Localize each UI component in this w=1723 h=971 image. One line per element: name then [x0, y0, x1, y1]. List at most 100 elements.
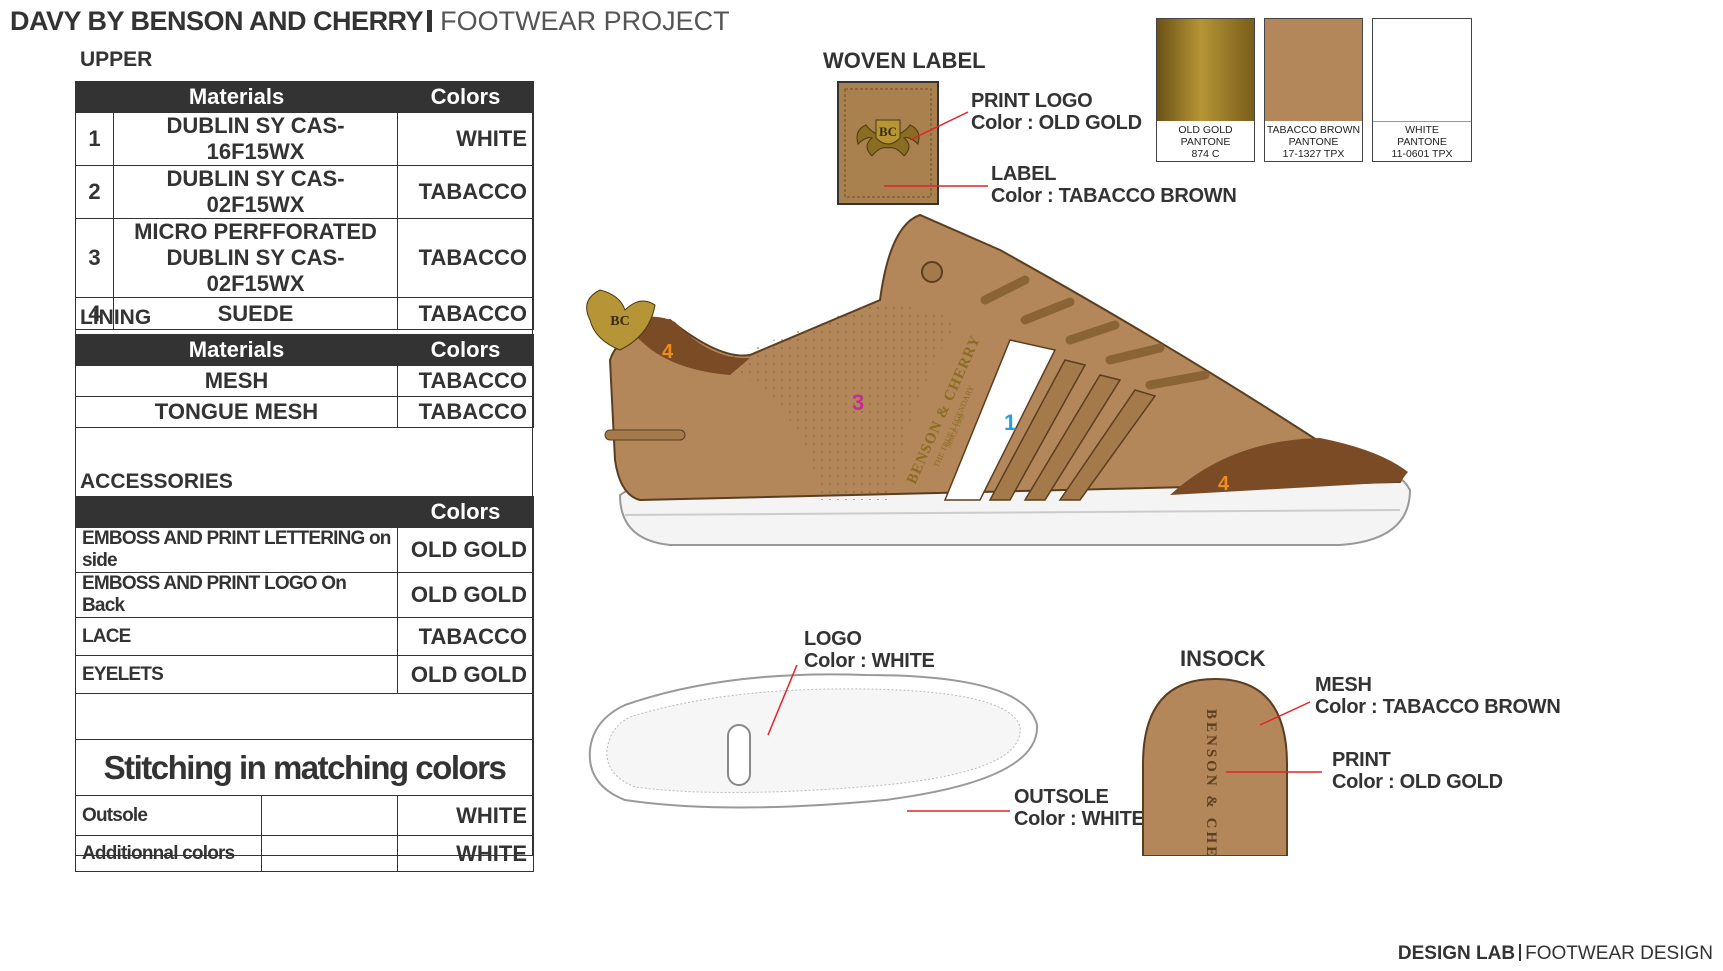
material-number: 4 [75, 297, 114, 330]
accessories-table: Colors EMBOSS AND PRINT LETTERING on sid… [75, 496, 534, 872]
table-row: Stitching in matching colors [75, 739, 534, 796]
callout-title: PRINT LOGO [971, 90, 1093, 112]
material-name: DUBLIN SY CAS-02F15WX [112, 165, 399, 219]
callout-color: Color : WHITE [804, 650, 935, 672]
table-row: LACE TABACCO [75, 617, 534, 656]
lining-col-colors: Colors [397, 334, 534, 366]
callout-title: PRINT [1332, 749, 1391, 771]
brand-title: DAVY BY BENSON AND CHERRY [10, 6, 424, 36]
swatch-name: TABACCO BROWN [1266, 124, 1361, 136]
material-name: SUEDE [112, 297, 399, 330]
material-name: DUBLIN SY CAS-16F15WX [112, 112, 399, 166]
swatch-fill [1373, 19, 1471, 122]
material-color: TABACCO [397, 165, 535, 219]
swatch-system: PANTONE [1180, 136, 1231, 148]
footer-divider [1519, 944, 1522, 961]
upper-col-materials: Materials [74, 81, 399, 113]
footer-dept: FOOTWEAR DESIGN [1525, 943, 1713, 964]
material-number: 2 [75, 165, 114, 219]
lining-section-title: LINING [80, 306, 152, 329]
upper-col-colors: Colors [397, 81, 535, 113]
table-row: Additionnal colors WHITE [75, 835, 534, 872]
stitching-note: Stitching in matching colors [75, 739, 534, 796]
callout-color: Color : WHITE [1014, 808, 1145, 830]
material-line-1: MICRO PERFFORATED [134, 219, 377, 244]
insock-print-text: BENSON & CHE [1203, 709, 1219, 856]
material-color: TABACCO [397, 297, 535, 330]
swatch-name: WHITE [1405, 124, 1439, 136]
table-row: EMBOSS AND PRINT LETTERING on side OLD G… [75, 527, 534, 573]
table-row: EYELETS OLD GOLD [75, 655, 534, 694]
swatch-system: PANTONE [1397, 136, 1447, 148]
insock-callout-lines [1226, 701, 1322, 773]
table-row: EMBOSS AND PRINT LOGO On Back OLD GOLD [75, 572, 534, 618]
table-row: 4 SUEDE TABACCO [75, 297, 535, 330]
woven-callout-lines [884, 111, 988, 187]
additional-color: WHITE [397, 835, 534, 872]
accessory-color: OLD GOLD [397, 527, 534, 573]
swatch-code: 11-0601 TPX [1391, 148, 1453, 160]
insock-graphic: BENSON & CHE [1142, 677, 1288, 856]
accessories-col-blank [75, 496, 398, 528]
page-header: DAVY BY BENSON AND CHERRY FOOTWEAR PROJEC… [10, 6, 730, 37]
header-divider [427, 10, 433, 32]
woven-label-title: WOVEN LABEL [823, 48, 986, 73]
outsole-color: WHITE [397, 795, 534, 836]
material-mark-1: 1 [1004, 410, 1016, 435]
table-row: 1 DUBLIN SY CAS-16F15WX WHITE [75, 112, 535, 166]
blank-row [75, 693, 534, 740]
material-line-2: DUBLIN SY CAS-02F15WX [166, 245, 345, 296]
lining-color: TABACCO [397, 365, 534, 397]
footer-brand: DESIGN LAB [1397, 943, 1516, 964]
shoe-side-view: BENSON & CHERRY THE TRUE LEGENDARY SINCE… [586, 213, 1412, 546]
swatch-name: OLD GOLD [1178, 124, 1233, 136]
additional-label: Additionnal colors [75, 835, 262, 872]
swatch-code: 17-1327 TPX [1282, 148, 1345, 160]
material-mark-3: 3 [852, 390, 864, 415]
accessories-col-colors: Colors [397, 496, 534, 528]
lining-material: TONGUE MESH [75, 396, 398, 428]
accessory-item: EMBOSS AND PRINT LOGO On Back [75, 572, 398, 618]
project-title: FOOTWEAR PROJECT [440, 6, 730, 36]
callout-color: Color : OLD GOLD [1332, 771, 1503, 793]
callout-color: Color : OLD GOLD [971, 112, 1142, 134]
table-row: MESH TABACCO [75, 365, 534, 397]
accessory-color: TABACCO [397, 617, 534, 656]
material-mark-4-heel: 4 [662, 341, 674, 363]
material-number: 1 [75, 112, 114, 166]
additional-blank [261, 835, 398, 872]
swatch-system: PANTONE [1288, 136, 1339, 148]
material-color: TABACCO [397, 218, 535, 298]
outsole-label: Outsole [75, 795, 262, 836]
lining-color: TABACCO [397, 396, 534, 428]
table-row: 2 DUBLIN SY CAS-02F15WX TABACCO [75, 165, 535, 219]
upper-table: Materials Colors 1 DUBLIN SY CAS-16F15WX… [74, 81, 535, 330]
insock-title: INSOCK [1180, 646, 1266, 671]
outsole-blank [261, 795, 398, 836]
woven-logo-text: BC [879, 124, 897, 139]
lining-table: Materials Colors MESH TABACCO TONGUE MES… [75, 334, 534, 428]
callout-title: MESH [1315, 674, 1372, 696]
callout-title: LABEL [991, 163, 1057, 185]
callout-color: Color : TABACCO BROWN [1315, 696, 1561, 718]
accessory-color: OLD GOLD [397, 655, 534, 694]
accessory-item: EYELETS [75, 655, 398, 694]
callout-title: LOGO [804, 628, 862, 650]
swatch-fill [1265, 19, 1362, 121]
footer: DESIGN LAB FOOTWEAR DESIGN [1398, 943, 1713, 965]
table-row: TONGUE MESH TABACCO [75, 396, 534, 428]
